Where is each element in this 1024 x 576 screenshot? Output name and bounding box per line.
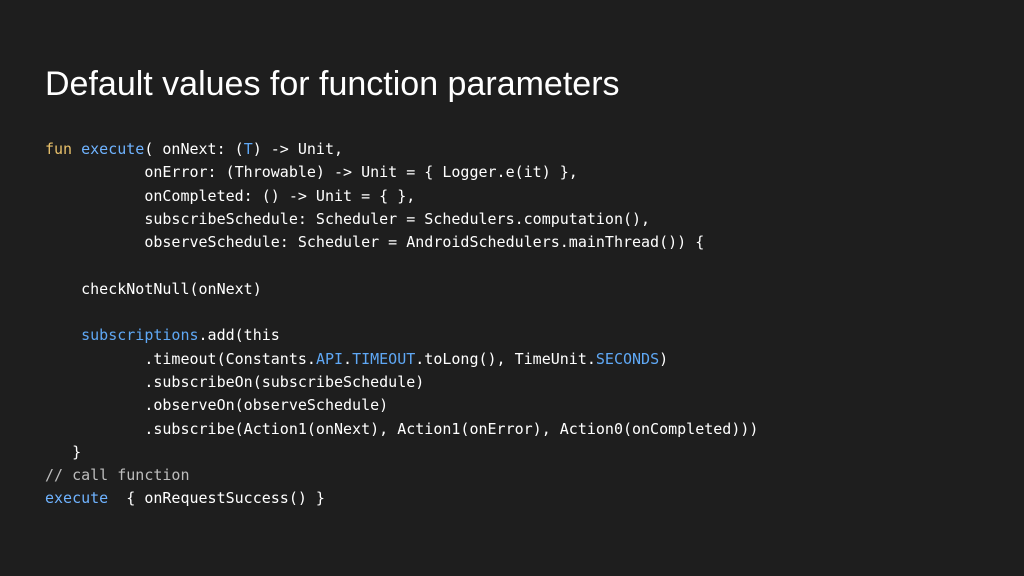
code-token [45,326,81,344]
code-token: .timeout(Constants. [45,349,316,368]
code-token: API [315,349,344,368]
code-token: .subscribeOn(subscribeSchedule) [45,372,425,391]
code-line: checkNotNull(onNext) [45,278,758,301]
code-line: .timeout(Constants.API.TIMEOUT.toLong(),… [45,348,758,371]
code-token: execute [45,489,109,508]
code-token: TIMEOUT [352,349,416,368]
code-token: . [343,349,353,368]
code-line [45,254,758,277]
code-token: onCompleted: () -> Unit = { }, [45,186,416,205]
code-line: observeSchedule: Scheduler = AndroidSche… [45,231,758,254]
code-token: ( onNext: ( [144,140,244,158]
code-comment: // call function [45,466,190,485]
code-token: observeSchedule: Scheduler = AndroidSche… [45,233,705,252]
code-token: checkNotNull(onNext) [45,279,262,298]
code-token: .toLong(), TimeUnit. [415,349,596,368]
code-line: .subscribe(Action1(onNext), Action1(onEr… [45,418,758,441]
code-token: execute [81,140,145,158]
code-line: onCompleted: () -> Unit = { }, [45,185,758,208]
code-line: subscriptions.add(this [45,324,758,347]
code-token: SECONDS [595,349,660,368]
code-token: onError: (Throwable) -> Unit = { Logger.… [45,163,578,182]
code-token: .subscribe(Action1(onNext), Action1(onEr… [45,419,759,438]
code-line: onError: (Throwable) -> Unit = { Logger.… [45,161,758,184]
code-token: ) [659,349,669,368]
code-line: subscribeSchedule: Scheduler = Scheduler… [45,208,758,231]
code-line: .observeOn(observeSchedule) [45,394,758,417]
slide-title: Default values for function parameters [45,65,620,103]
code-token: .observeOn(observeSchedule) [45,396,389,415]
code-token: { onRequestSuccess() } [108,489,325,508]
code-token: T [243,140,253,158]
code-line: } [45,441,758,464]
code-line: .subscribeOn(subscribeSchedule) [45,371,758,394]
code-line: fun execute( onNext: (T) -> Unit, [45,138,758,161]
code-block: fun execute( onNext: (T) -> Unit, onErro… [45,138,758,511]
code-token [72,140,81,158]
code-line [45,301,758,324]
code-token: subscriptions [81,326,199,345]
code-line: execute { onRequestSuccess() } [45,487,758,510]
code-token: subscribeSchedule: Scheduler = Scheduler… [45,209,651,228]
code-token: ) -> Unit, [252,140,344,158]
code-token: .add(this [198,326,280,345]
code-token: } [45,442,82,461]
code-line: // call function [45,464,758,487]
code-token: fun [45,140,73,158]
